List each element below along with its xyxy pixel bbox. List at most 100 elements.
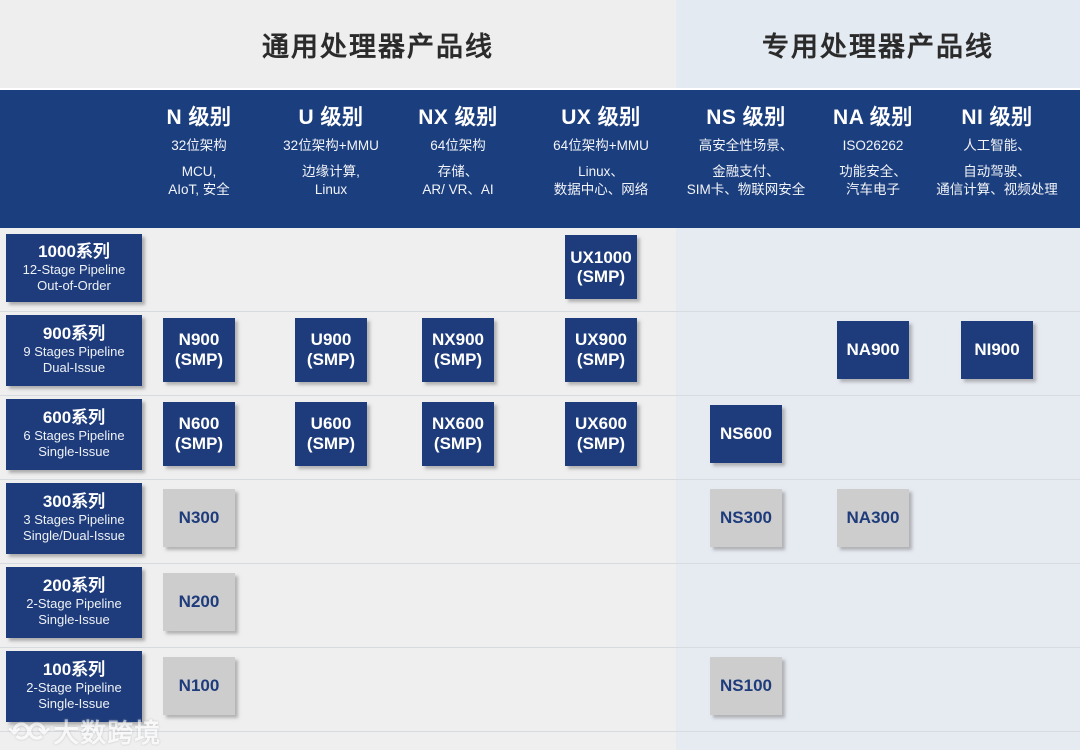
series-name: 600系列 bbox=[42, 408, 106, 428]
series-pipeline-depth: 3 Stages Pipeline bbox=[23, 512, 125, 528]
column-header-application-line: SIM卡、物联网安全 bbox=[686, 182, 806, 198]
column-header-nx[interactable]: NX 级别 64位架构存储、 AR/ VR、AI bbox=[388, 90, 528, 228]
column-header-applications: MCU,AIoT, 安全 bbox=[168, 163, 230, 199]
banner-general-purpose: 通用处理器产品线 bbox=[0, 0, 676, 88]
product-chip-name: NX900 bbox=[432, 330, 484, 350]
column-header-architecture: 人工智能、 bbox=[963, 138, 1031, 154]
column-header-application-line: 金融支付、 bbox=[712, 163, 780, 179]
column-header-applications: 金融支付、 SIM卡、物联网安全 bbox=[687, 163, 806, 199]
column-header-title: NS 级别 bbox=[706, 106, 786, 129]
product-chip-n600[interactable]: N600(SMP) bbox=[163, 401, 235, 466]
column-header-application-line: 存储、 bbox=[437, 163, 479, 179]
column-header-application-line: 通信计算、视频处理 bbox=[936, 182, 1058, 198]
product-chip-name: NA900 bbox=[846, 339, 900, 359]
column-header-ni[interactable]: NI 级别人工智能、自动驾驶、通信计算、视频处理 bbox=[917, 90, 1077, 228]
banner-special-purpose-title: 专用处理器产品线 bbox=[762, 31, 994, 62]
series-pipeline-depth: 6 Stages Pipeline bbox=[23, 428, 125, 444]
row-separator bbox=[0, 731, 1080, 732]
product-chip-smp-tag: (SMP) bbox=[576, 349, 626, 369]
product-chip-n900[interactable]: N900(SMP) bbox=[163, 317, 235, 382]
series-issue-mode: Out-of-Order bbox=[37, 277, 111, 293]
series-issue-mode: Single-Issue bbox=[38, 612, 110, 628]
column-header-applications: 功能安全、汽车电子 bbox=[839, 163, 907, 199]
series-pipeline-depth: 2-Stage Pipeline bbox=[26, 680, 122, 696]
banner-general-purpose-title: 通用处理器产品线 bbox=[262, 31, 494, 62]
column-header-applications: 存储、 AR/ VR、AI bbox=[422, 163, 493, 199]
series-issue-mode: Single/Dual-Issue bbox=[23, 528, 125, 544]
row-separator bbox=[0, 647, 1080, 648]
column-header-ux[interactable]: UX 级别 64位架构+MMU Linux、数据中心、网络 bbox=[526, 90, 676, 228]
product-chip-ns300[interactable]: NS300 bbox=[710, 488, 782, 547]
series-issue-mode: Single-Issue bbox=[38, 444, 110, 460]
product-chip-smp-tag: (SMP) bbox=[576, 267, 626, 286]
product-chip-ux900[interactable]: UX900(SMP) bbox=[565, 317, 637, 382]
column-header-application-line: Linux、 bbox=[578, 163, 624, 179]
column-header-n[interactable]: N 级别 32位架构 MCU,AIoT, 安全 bbox=[133, 90, 265, 228]
product-chip-u900[interactable]: U900(SMP) bbox=[295, 317, 367, 382]
series-name: 200系列 bbox=[42, 576, 106, 596]
column-header-architecture: ISO26262 bbox=[842, 138, 904, 154]
matrix-body bbox=[0, 228, 1080, 750]
column-header-application-line: 自动驾驶、 bbox=[963, 163, 1031, 179]
product-chip-name: N100 bbox=[178, 675, 220, 695]
product-chip-smp-tag: (SMP) bbox=[174, 349, 224, 369]
column-header-architecture: 32位架构 bbox=[171, 138, 227, 154]
product-chip-name: N200 bbox=[178, 591, 220, 611]
product-chip-smp-tag: (SMP) bbox=[306, 349, 356, 369]
product-chip-smp-tag: (SMP) bbox=[306, 433, 356, 453]
column-header-application-line: 边缘计算, bbox=[302, 163, 360, 179]
series-name: 300系列 bbox=[42, 492, 106, 512]
row-separator bbox=[0, 563, 1080, 564]
product-chip-ns600[interactable]: NS600 bbox=[710, 404, 782, 463]
product-chip-ux1000[interactable]: UX1000(SMP) bbox=[565, 235, 637, 299]
product-chip-nx900[interactable]: NX900(SMP) bbox=[422, 317, 494, 382]
product-chip-n200[interactable]: N200 bbox=[163, 572, 235, 631]
column-header-title: U 级别 bbox=[298, 106, 364, 129]
banner-special-purpose: 专用处理器产品线 bbox=[676, 0, 1080, 88]
column-header-architecture: 64位架构+MMU bbox=[553, 138, 649, 154]
column-header-ns[interactable]: NS 级别高安全性场景、金融支付、SIM卡、物联网安全 bbox=[671, 90, 821, 228]
column-header-applications: 自动驾驶、通信计算、视频处理 bbox=[936, 163, 1058, 199]
column-header-application-line: AR/ VR、AI bbox=[422, 182, 494, 198]
product-chip-u600[interactable]: U600(SMP) bbox=[295, 401, 367, 466]
product-chip-nx600[interactable]: NX600(SMP) bbox=[422, 401, 494, 466]
product-chip-smp-tag: (SMP) bbox=[576, 433, 626, 453]
series-name: 900系列 bbox=[42, 324, 106, 344]
column-header-application-line: MCU, bbox=[181, 163, 217, 179]
product-chip-name: NX600 bbox=[432, 414, 484, 434]
series-issue-mode: Dual-Issue bbox=[42, 360, 106, 376]
product-chip-ni900[interactable]: NI900 bbox=[961, 320, 1033, 379]
column-header-application-line: 数据中心、网络 bbox=[553, 182, 649, 198]
product-chip-name: NS600 bbox=[720, 423, 772, 443]
product-chip-ns100[interactable]: NS100 bbox=[710, 656, 782, 715]
product-chip-name: N900 bbox=[178, 330, 220, 350]
product-chip-na900[interactable]: NA900 bbox=[837, 320, 909, 379]
product-chip-n300[interactable]: N300 bbox=[163, 488, 235, 547]
row-separator bbox=[0, 311, 1080, 312]
series-name: 1000系列 bbox=[38, 241, 110, 261]
product-chip-name: UX1000 bbox=[570, 247, 632, 267]
product-chip-smp-tag: (SMP) bbox=[433, 433, 483, 453]
product-chip-ux600[interactable]: UX600(SMP) bbox=[565, 401, 637, 466]
product-chip-name: NS300 bbox=[720, 507, 772, 527]
product-chip-na300[interactable]: NA300 bbox=[837, 488, 909, 547]
column-header-title: NX 级别 bbox=[418, 106, 498, 129]
column-header-architecture: 64位架构 bbox=[430, 138, 486, 154]
column-header-title: N 级别 bbox=[166, 106, 232, 129]
column-header-title: UX 级别 bbox=[561, 106, 641, 129]
product-chip-smp-tag: (SMP) bbox=[174, 433, 224, 453]
product-chip-smp-tag: (SMP) bbox=[433, 349, 483, 369]
column-header-application-line: Linux bbox=[314, 182, 348, 198]
product-chip-n100[interactable]: N100 bbox=[163, 656, 235, 715]
series-pipeline-depth: 9 Stages Pipeline bbox=[23, 344, 125, 360]
product-chip-name: UX600 bbox=[575, 414, 627, 434]
